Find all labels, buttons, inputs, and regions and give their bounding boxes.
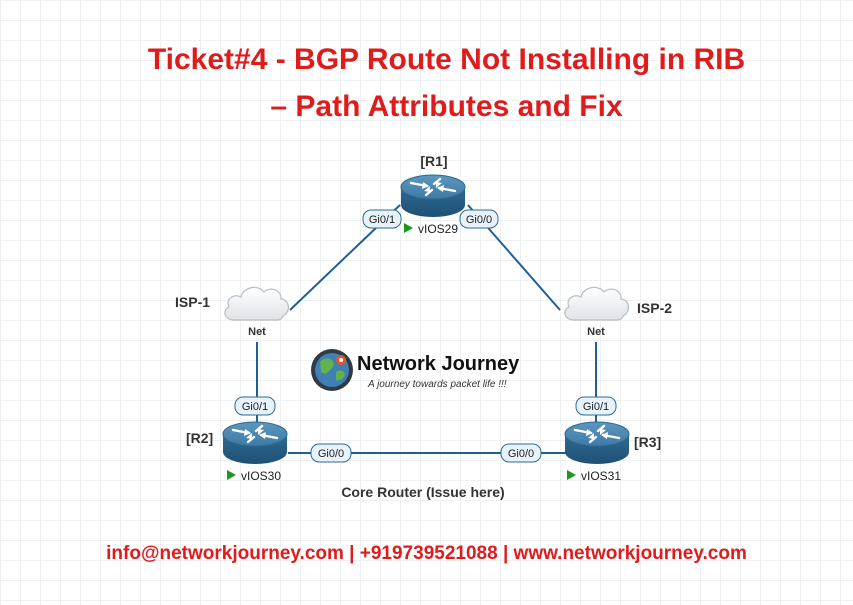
r2-router-icon[interactable] [222, 420, 288, 466]
r3-router-icon[interactable] [564, 420, 630, 466]
isp1-net-label: Net [248, 326, 266, 338]
r3-device-label: vIOS31 [581, 469, 621, 483]
svg-text:Gi0/1: Gi0/1 [583, 401, 609, 413]
r3-label: [R3] [634, 434, 661, 450]
isp2-cloud-icon [564, 286, 630, 321]
network-journey-logo: Network Journey A journey towards packet… [311, 349, 520, 391]
contact-footer: info@networkjourney.com | +919739521088 … [106, 543, 747, 564]
page-title-line2: – Path Attributes and Fix [270, 90, 623, 123]
r1-device-label: vIOS29 [418, 222, 458, 236]
page-title-line1: Ticket#4 - BGP Route Not Installing in R… [147, 43, 746, 76]
iface-r1-gi00: Gi0/0 [459, 209, 499, 229]
r2-label: [R2] [186, 430, 213, 446]
isp1-label: ISP-1 [175, 294, 210, 310]
svg-text:Gi0/1: Gi0/1 [242, 401, 268, 413]
svg-text:Gi0/0: Gi0/0 [466, 214, 492, 226]
iface-r3-gi01: Gi0/1 [575, 396, 617, 416]
r1-router-icon[interactable] [400, 173, 466, 219]
iface-r2-gi00: Gi0/0 [310, 443, 352, 463]
svg-text:Gi0/1: Gi0/1 [369, 214, 395, 226]
core-router-label: Core Router (Issue here) [341, 484, 504, 500]
svg-text:Gi0/0: Gi0/0 [318, 448, 344, 460]
r3-status-icon [567, 470, 576, 480]
logo-name: Network Journey [357, 353, 520, 375]
r2-device-label: vIOS30 [241, 469, 281, 483]
r1-status-icon [404, 223, 413, 233]
isp1-cloud-icon [224, 286, 290, 321]
iface-r3-gi00: Gi0/0 [500, 443, 542, 463]
isp2-net-label: Net [587, 326, 605, 338]
isp2-label: ISP-2 [637, 300, 672, 316]
iface-r2-gi01: Gi0/1 [234, 396, 276, 416]
svg-text:Gi0/0: Gi0/0 [508, 448, 534, 460]
iface-r1-gi01: Gi0/1 [362, 209, 402, 229]
r1-label: [R1] [420, 153, 447, 169]
r2-status-icon [227, 470, 236, 480]
logo-tagline: A journey towards packet life !!! [367, 379, 507, 390]
